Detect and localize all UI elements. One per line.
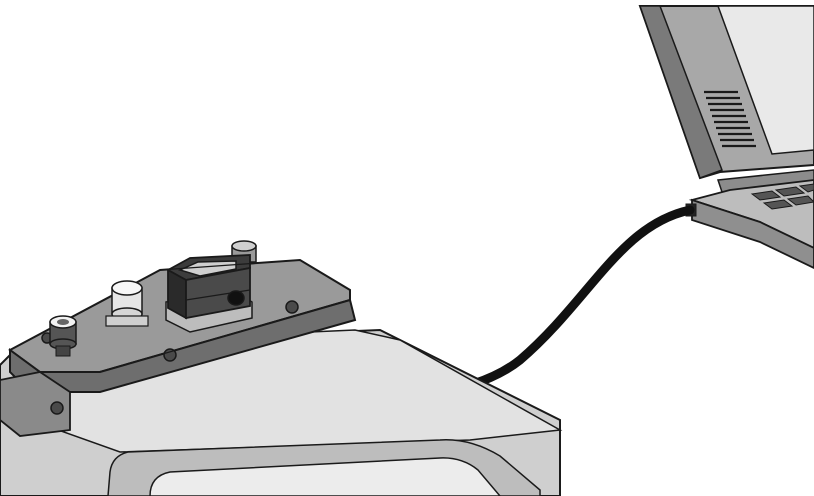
screw-hole-icon [286,301,298,313]
adapter-cable-port [228,291,244,305]
mounting-hole-icon [51,402,63,414]
cable-gland-white [106,281,148,326]
laptop [640,6,814,268]
drive-unit [0,241,560,496]
